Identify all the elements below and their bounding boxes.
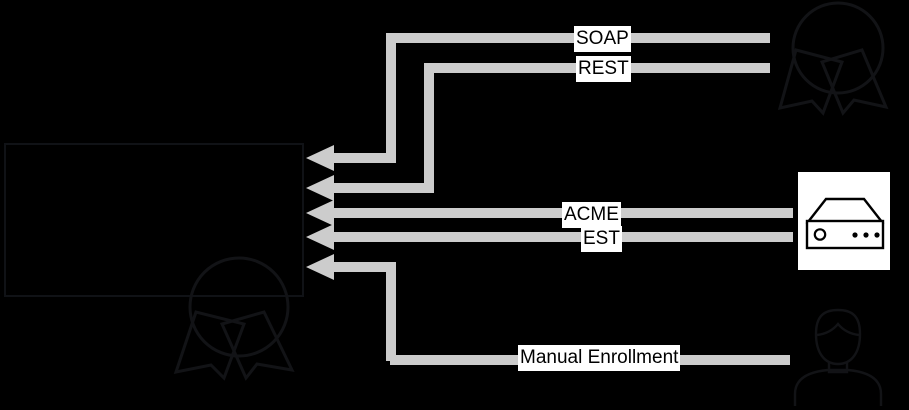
ws-badge-ribbon-right (819, 48, 889, 116)
network-appliance-server[interactable] (798, 172, 890, 270)
seal-ribbon-right (219, 310, 295, 381)
ws-badge-circle (791, 1, 885, 95)
soap-arrowhead (306, 145, 334, 171)
appliance-front-face (805, 219, 885, 250)
appliance-led-1-icon (852, 232, 858, 238)
edge-label-rest: REST (576, 56, 631, 82)
operator-shoulders (793, 368, 883, 406)
est-horizontal-segment (330, 232, 793, 242)
est-arrowhead (306, 224, 334, 250)
connector-layer (306, 33, 793, 365)
rest-enrollment-connector[interactable] (306, 63, 770, 201)
manual-inbound-segment (330, 262, 392, 272)
ca-box-outline (4, 143, 304, 297)
soap-enrollment-connector[interactable] (306, 33, 770, 171)
edge-label-acme: ACME (562, 202, 621, 228)
acme-horizontal-segment (330, 208, 793, 218)
appliance-led-2-icon (863, 232, 869, 238)
edge-label-soap: SOAP (574, 26, 631, 52)
acme-enrollment-connector[interactable] (306, 200, 793, 226)
soap-inbound-segment (330, 153, 390, 163)
seal-circle (188, 256, 290, 358)
certificate-seal-badge (173, 256, 295, 381)
edge-label-est: EST (581, 226, 622, 252)
rest-arrowhead (306, 175, 334, 201)
appliance-led-3-icon (874, 232, 880, 238)
web-service-certificate-badge (777, 1, 889, 116)
operator-head (814, 308, 862, 366)
est-enrollment-connector[interactable] (306, 224, 793, 250)
acme-arrowhead (306, 200, 334, 226)
soap-vertical-segment (386, 33, 396, 163)
appliance-power-button-icon (813, 228, 827, 241)
certificate-authority-box[interactable] (4, 143, 304, 297)
seal-ribbon-left (173, 310, 246, 381)
edge-label-manual-enrollment: Manual Enrollment (518, 345, 681, 371)
operator-neck (827, 362, 849, 374)
human-operator-icon (793, 308, 883, 406)
manual-arrowhead (306, 254, 334, 280)
ws-badge-ribbon-left (777, 48, 844, 116)
operator-hair (816, 322, 860, 337)
manual-vertical-segment (386, 262, 396, 361)
rest-inbound-segment (330, 183, 428, 193)
rest-vertical-segment (424, 63, 434, 193)
